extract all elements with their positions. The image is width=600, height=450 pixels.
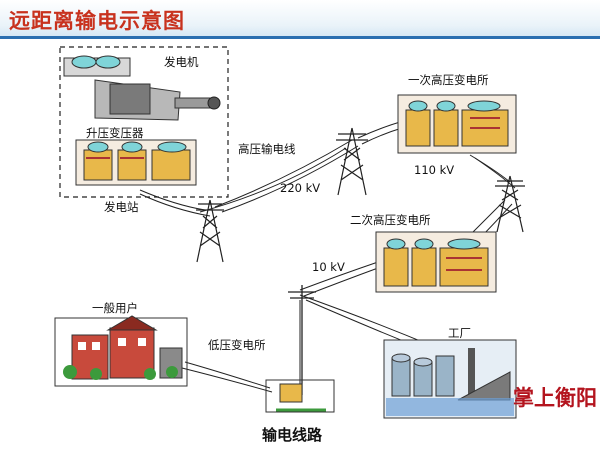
secondary-substation-label: 二次高压变电所 (350, 213, 431, 227)
primary-substation (397, 94, 517, 154)
voltage-10-label: 10 kV (312, 260, 345, 274)
distribution-pole-icon (288, 285, 316, 395)
factory (383, 339, 517, 419)
watermark-logo: 掌上衡阳 (513, 385, 597, 410)
page-title: 远距离输电示意图 (9, 9, 185, 33)
header-divider (0, 36, 600, 39)
voltage-220-label: 220 kV (280, 181, 320, 195)
tower-2-icon (336, 127, 368, 196)
tower-1-icon (196, 199, 224, 263)
factory-label: 工厂 (448, 326, 471, 340)
step-up-transformer-icon (75, 139, 197, 186)
power-plant-label: 发电站 (104, 200, 139, 214)
secondary-substation (375, 231, 497, 293)
power-plant-boundary (59, 46, 229, 198)
header-bar: 远距离输电示意图 (0, 0, 600, 36)
voltage-110-label: 110 kV (414, 163, 454, 177)
high-voltage-line-label: 高压输电线 (238, 142, 296, 156)
generator-icon (63, 55, 221, 121)
generator-label: 发电机 (164, 55, 199, 69)
general-user-label: 一般用户 (92, 301, 138, 315)
transmission-wires (139, 121, 516, 393)
low-voltage-substation (265, 379, 335, 413)
primary-substation-label: 一次高压变电所 (408, 73, 489, 87)
general-user-houses (54, 315, 188, 387)
transmission-line-caption: 输电线路 (262, 426, 323, 444)
tower-3-icon (495, 175, 525, 233)
step-up-transformer-label: 升压变压器 (86, 126, 144, 140)
low-voltage-substation-label: 低压变电所 (208, 338, 266, 352)
power-plant: 发电机 升压变压器 发电站 (59, 46, 229, 214)
